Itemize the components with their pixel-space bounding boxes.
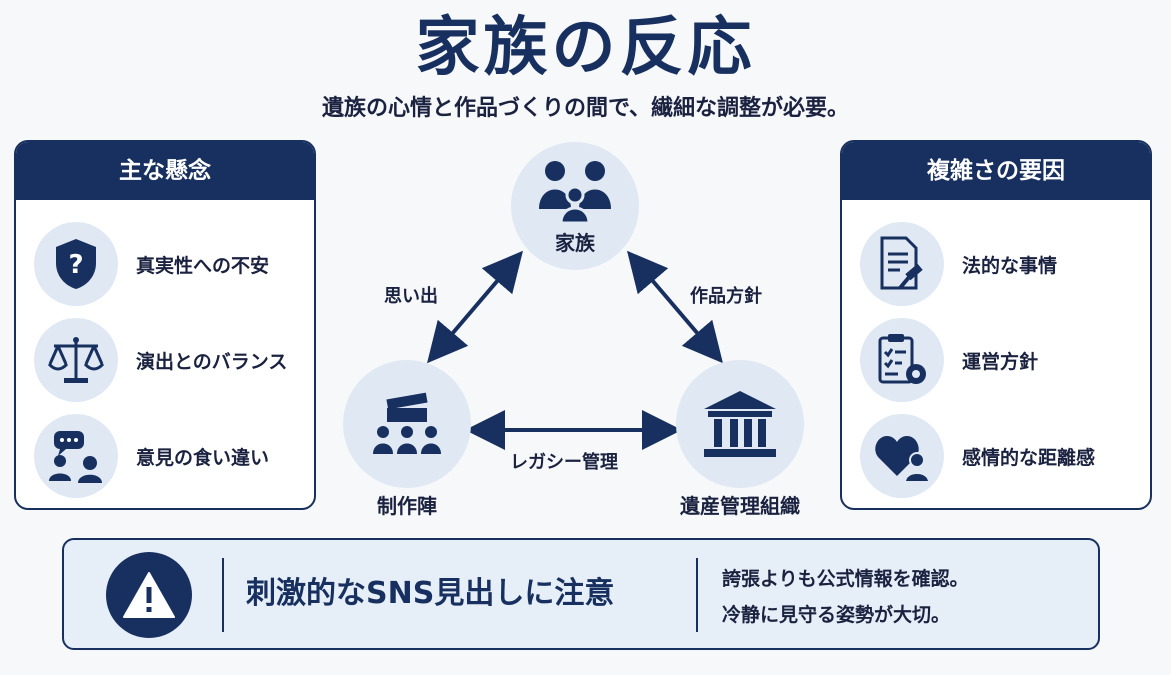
concern-label: 真実性への不安: [136, 254, 270, 277]
concern-label: 意見の食い違い: [136, 446, 270, 469]
institution-icon: [704, 391, 776, 457]
speech-people-icon: [34, 414, 118, 498]
concern-item: 演出とのバランス: [34, 318, 304, 402]
complexity-label: 法的な事情: [962, 254, 1058, 277]
concerns-heading: 主な懸念: [16, 142, 314, 200]
warning-note: 冷静に見守る姿勢が大切。: [722, 604, 951, 626]
warning-note: 誇張よりも公式情報を確認。: [722, 568, 969, 590]
document-gavel-icon: [860, 222, 944, 306]
warning-icon: [106, 552, 192, 638]
concerns-panel: 主な懸念 ? 真実性への不安: [14, 140, 316, 510]
arrow-family-production: [427, 250, 523, 364]
svg-text:?: ?: [68, 250, 83, 280]
family-label: 家族: [555, 230, 595, 255]
complexity-item: 感情的な距離感: [860, 414, 1130, 498]
complexity-label: 感情的な距離感: [962, 446, 1096, 469]
heart-person-icon: [860, 414, 944, 498]
complexity-heading: 複雑さの要因: [842, 142, 1150, 200]
concern-item: ? 真実性への不安: [34, 222, 304, 306]
family-icon: [539, 160, 611, 223]
warning-banner: 刺激的なSNS見出しに注意 誇張よりも公式情報を確認。 冷静に見守る姿勢が大切。: [62, 538, 1100, 650]
complexity-panel: 複雑さの要因 法的な事情: [840, 140, 1152, 510]
complexity-item: 法的な事情: [860, 222, 1130, 306]
estate-label: 遺産管理組織: [680, 494, 800, 518]
page-title: 家族の反応: [415, 11, 756, 85]
page-subtitle: 遺族の心情と作品づくりの間で、繊細な調整が必要。: [321, 96, 850, 121]
arrow-family-estate: [627, 250, 723, 364]
complexity-label: 運営方針: [962, 350, 1039, 373]
edge-label-policy: 作品方針: [690, 286, 762, 307]
production-label: 制作陣: [377, 494, 437, 518]
production-node: 制作陣: [340, 360, 474, 519]
edge-label-memories: 思い出: [384, 286, 438, 307]
concern-item: 意見の食い違い: [34, 414, 304, 498]
edge-label-legacy: レガシー管理: [510, 452, 618, 473]
family-node: 家族: [508, 142, 642, 270]
film-crew-icon: [373, 392, 441, 454]
scales-icon: [34, 318, 118, 402]
warning-divider: [222, 558, 224, 632]
warning-title: 刺激的なSNS見出しに注意: [246, 576, 615, 611]
shield-question-icon: ?: [34, 222, 118, 306]
estate-node: 遺産管理組織: [660, 360, 820, 519]
warning-divider: [696, 558, 698, 632]
concern-label: 演出とのバランス: [136, 350, 288, 373]
clipboard-gear-icon: [860, 318, 944, 402]
complexity-item: 運営方針: [860, 318, 1130, 402]
